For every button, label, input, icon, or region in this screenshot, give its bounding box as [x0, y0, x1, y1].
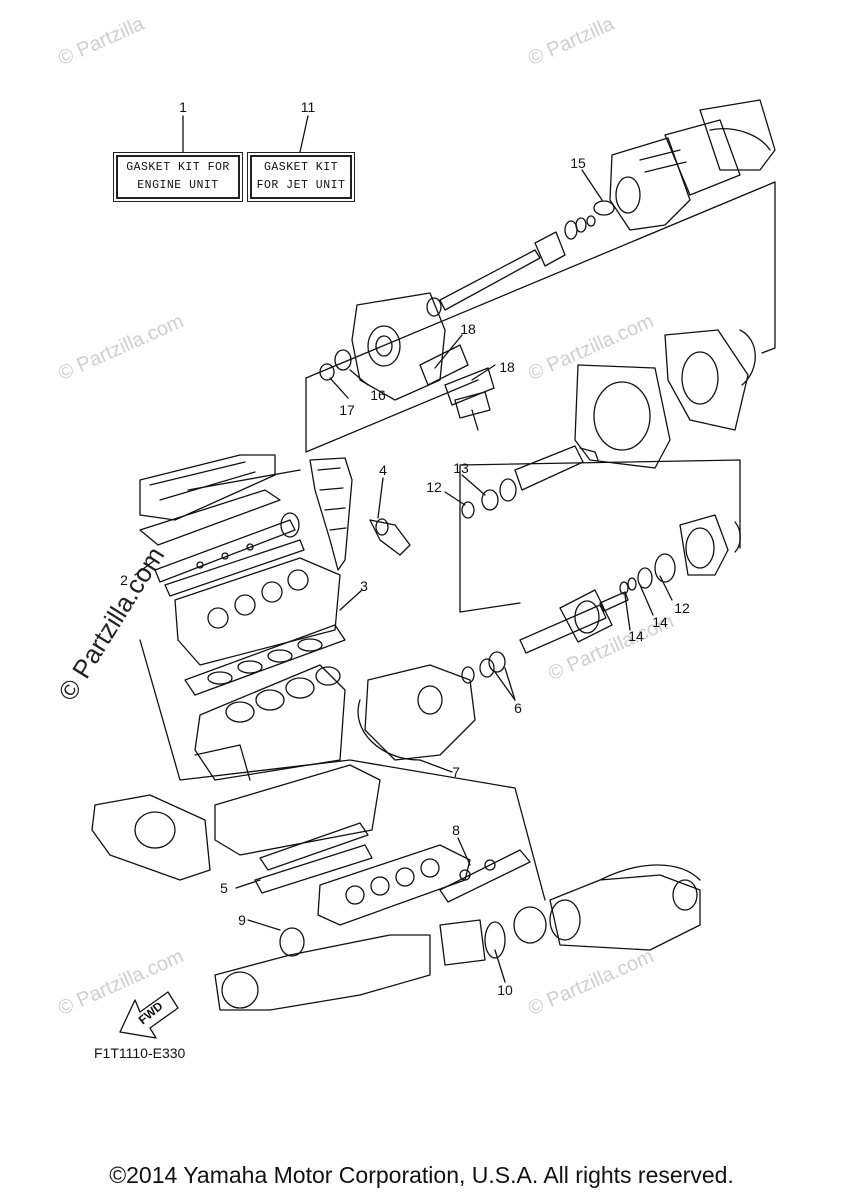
callout-4: 4 [379, 462, 387, 478]
exhaust-pipe [214, 906, 547, 1011]
callout-18: 18 [499, 359, 515, 375]
bearing-housing [619, 514, 741, 595]
diagram-code: F1T1110-E330 [94, 1045, 186, 1061]
jet-gasket-kit-label: GASKET KIT FOR JET UNIT [247, 152, 355, 202]
drive-shaft-lower [461, 589, 629, 684]
callout-14: 14 [628, 628, 644, 644]
callout-15: 15 [570, 155, 586, 171]
timing-chain [309, 457, 411, 571]
callout-2: 2 [120, 572, 128, 588]
cylinder-head [174, 557, 341, 666]
nozzle-assembly [609, 99, 776, 231]
crankcase-lower [214, 764, 381, 894]
drive-shaft-upper [426, 215, 596, 317]
callout-9: 9 [238, 912, 246, 928]
callout-leaders [134, 169, 673, 983]
callout-16: 16 [370, 387, 386, 403]
callout-12: 12 [426, 479, 442, 495]
engine-gasket-kit-label: GASKET KIT FOR ENGINE UNIT [113, 152, 243, 202]
callout-3: 3 [360, 578, 368, 594]
callout-11: 11 [300, 99, 316, 115]
valve-cover [139, 454, 281, 546]
callout-13: 13 [453, 460, 469, 476]
callout-6: 6 [514, 700, 522, 716]
jet-unit-frame [305, 181, 776, 613]
callout-7: 7 [452, 764, 460, 780]
intake-duct [574, 329, 756, 469]
head-gasket [184, 624, 346, 696]
impeller-housing [319, 292, 446, 401]
cylinder-block [194, 664, 346, 781]
callout-8: 8 [452, 822, 460, 838]
callout-1: 1 [179, 99, 187, 115]
callout-10: 10 [497, 982, 513, 998]
intake-grate [419, 344, 495, 431]
callout-5: 5 [220, 880, 228, 896]
fwd-arrow-icon [119, 991, 179, 1039]
drive-shaft-mid [461, 445, 599, 519]
callout-17: 17 [339, 402, 355, 418]
copyright-notice: ©2014 Yamaha Motor Corporation, U.S.A. A… [109, 1162, 734, 1188]
callout-18: 18 [460, 321, 476, 337]
exhaust-manifold [317, 844, 531, 926]
side-cover [91, 794, 211, 881]
water-box-hose [549, 864, 701, 951]
callout-14: 14 [652, 614, 668, 630]
callout-12: 12 [674, 600, 690, 616]
camshafts [154, 512, 305, 597]
crankcase-cover [357, 664, 476, 761]
